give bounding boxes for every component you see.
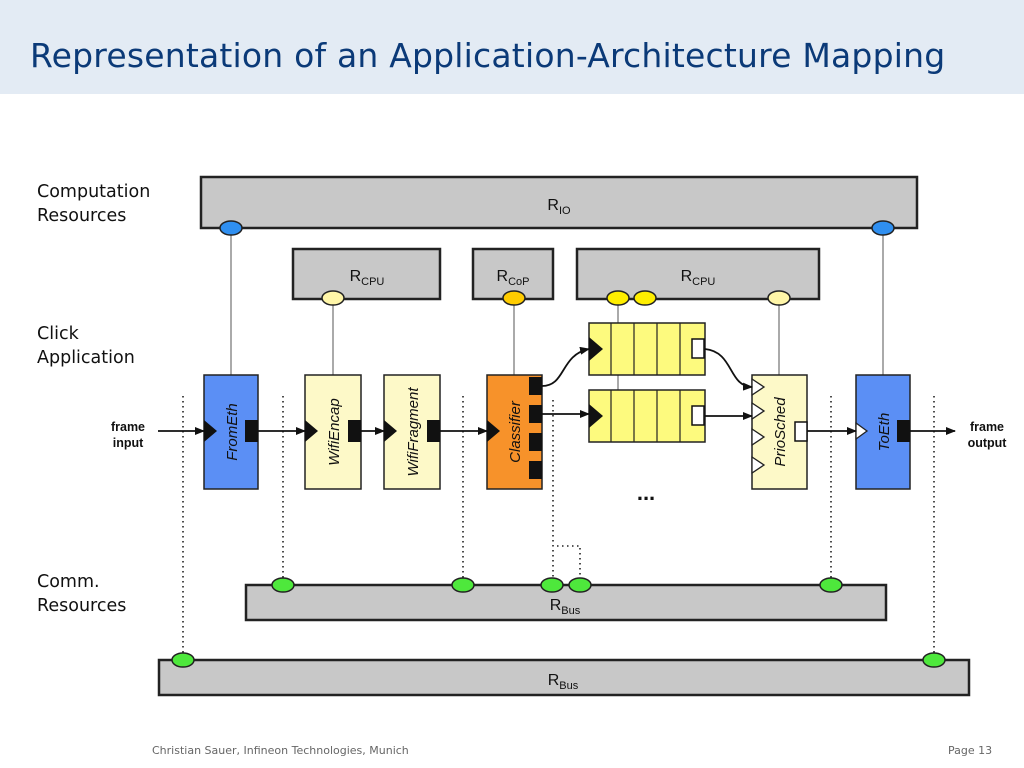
frometh-input-port — [204, 420, 217, 442]
resource-ports — [171, 220, 946, 668]
footer-author: Christian Sauer, Infineon Technologies, … — [152, 744, 409, 757]
computation-label-line2: Resources — [37, 206, 127, 226]
toeth-label: ToEth — [876, 413, 893, 452]
header-bar — [0, 0, 1024, 94]
r-bus-upper-box — [244, 583, 888, 622]
wifiencap-input-port — [305, 420, 318, 442]
comm-label-line2: Resources — [37, 596, 127, 616]
port-bus-5 — [819, 577, 843, 593]
r-cpu-left-box — [291, 247, 442, 301]
wifiencap-label: WifiEncap — [326, 398, 343, 465]
frame-output-line1: frame — [970, 420, 1004, 434]
click-label-line2: Application — [37, 348, 135, 368]
frame-output-line2: output — [968, 436, 1008, 450]
queue-lower — [588, 389, 706, 443]
port-bus-1 — [271, 577, 295, 593]
frame-input-line2: input — [113, 436, 144, 450]
r-cpu-left-label: RCPU — [350, 268, 385, 288]
port-rio-left — [219, 220, 243, 236]
classifier-input-port — [487, 420, 500, 442]
priosched-label: PrioSched — [772, 397, 789, 467]
r-cpu-right-label: RCPU — [681, 268, 716, 288]
port-bus-4 — [568, 577, 592, 593]
classifier-output-ports — [529, 377, 542, 479]
port-bus-2 — [451, 577, 475, 593]
port-rcpu-right-2 — [633, 290, 657, 306]
r-io-box — [199, 175, 919, 230]
wififragment-label: WifiFragment — [405, 387, 422, 477]
queue-upper — [588, 322, 706, 376]
port-rio-right — [871, 220, 895, 236]
port-rcpu-right-3 — [767, 290, 791, 306]
port-bus-lower-1 — [171, 652, 195, 668]
comm-resources-label: Comm. Resources — [37, 570, 126, 618]
wifiencap-output-port — [348, 420, 361, 442]
toeth-output-port — [897, 420, 910, 442]
r-bus-lower-box — [157, 658, 971, 697]
footer-page-number: Page 13 — [948, 744, 993, 757]
port-rcop — [502, 290, 526, 306]
connection-arrows — [158, 346, 956, 435]
priosched-output-port — [794, 421, 808, 442]
page-title: Representation of an Application-Archite… — [30, 36, 946, 75]
port-rcpu-left — [321, 290, 345, 306]
r-cop-label: RCoP — [497, 268, 530, 288]
classifier-label: Classifier — [507, 400, 524, 463]
frometh-output-port — [245, 420, 258, 442]
r-bus-lower-label: RBus — [548, 672, 579, 692]
r-bus-upper-label: RBus — [550, 597, 581, 617]
port-bus-lower-2 — [922, 652, 946, 668]
computation-label-line1: Computation — [37, 182, 151, 202]
port-bus-3 — [540, 577, 564, 593]
more-queues-ellipsis: ... — [637, 480, 655, 505]
click-label-line1: Click — [37, 324, 79, 344]
r-io-label: RIO — [547, 197, 571, 217]
computation-mapping-lines — [230, 228, 884, 392]
port-rcpu-right-1 — [606, 290, 630, 306]
frame-input-line1: frame — [111, 420, 145, 434]
comm-mapping-lines — [182, 396, 935, 660]
wififragment-input-port — [384, 420, 397, 442]
click-application-label: Click Application — [37, 322, 135, 370]
computation-resources-label: Computation Resources — [37, 180, 150, 228]
frometh-label: FromEth — [224, 403, 241, 461]
wififragment-output-port — [427, 420, 440, 442]
comm-label-line1: Comm. — [37, 572, 100, 592]
